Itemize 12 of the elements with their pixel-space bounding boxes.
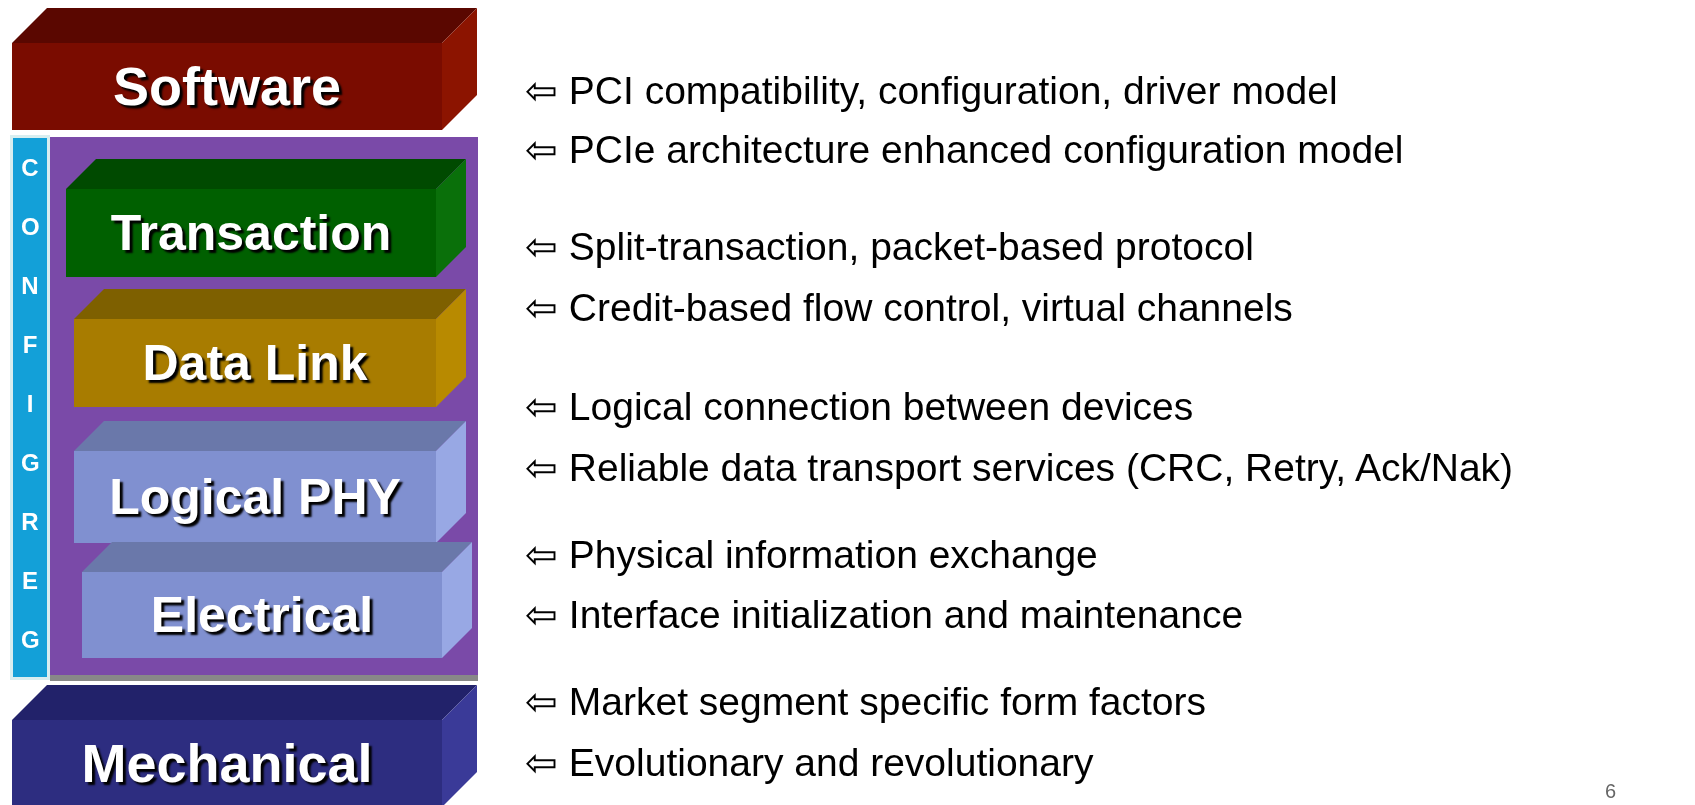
description-text: ⇦ Interface initialization and maintenance bbox=[525, 592, 1244, 637]
description-text: ⇦ Logical connection between devices bbox=[525, 384, 1194, 429]
description-text: ⇦ Market segment specific form factors bbox=[525, 679, 1207, 724]
description-text: ⇦ Credit-based flow control, virtual channels bbox=[525, 285, 1293, 330]
description-text: ⇦ PCIe architecture enhanced configuration model bbox=[525, 127, 1404, 172]
page-number: 6 bbox=[1605, 780, 1617, 803]
description-text: ⇦ Reliable data transport services (CRC, Retry, Ack/Nak) bbox=[525, 445, 1514, 490]
description-text: ⇦ PCI compatibility, configuration, driver model bbox=[525, 68, 1338, 113]
description-text: ⇦ Split-transaction, packet-based protocol bbox=[525, 224, 1254, 269]
vertical-bar: CONFIGREG bbox=[10, 135, 50, 680]
description-text: ⇦ Physical information exchange bbox=[525, 532, 1098, 577]
description-text: ⇦ Evolutionary and revolutionary bbox=[525, 740, 1094, 785]
